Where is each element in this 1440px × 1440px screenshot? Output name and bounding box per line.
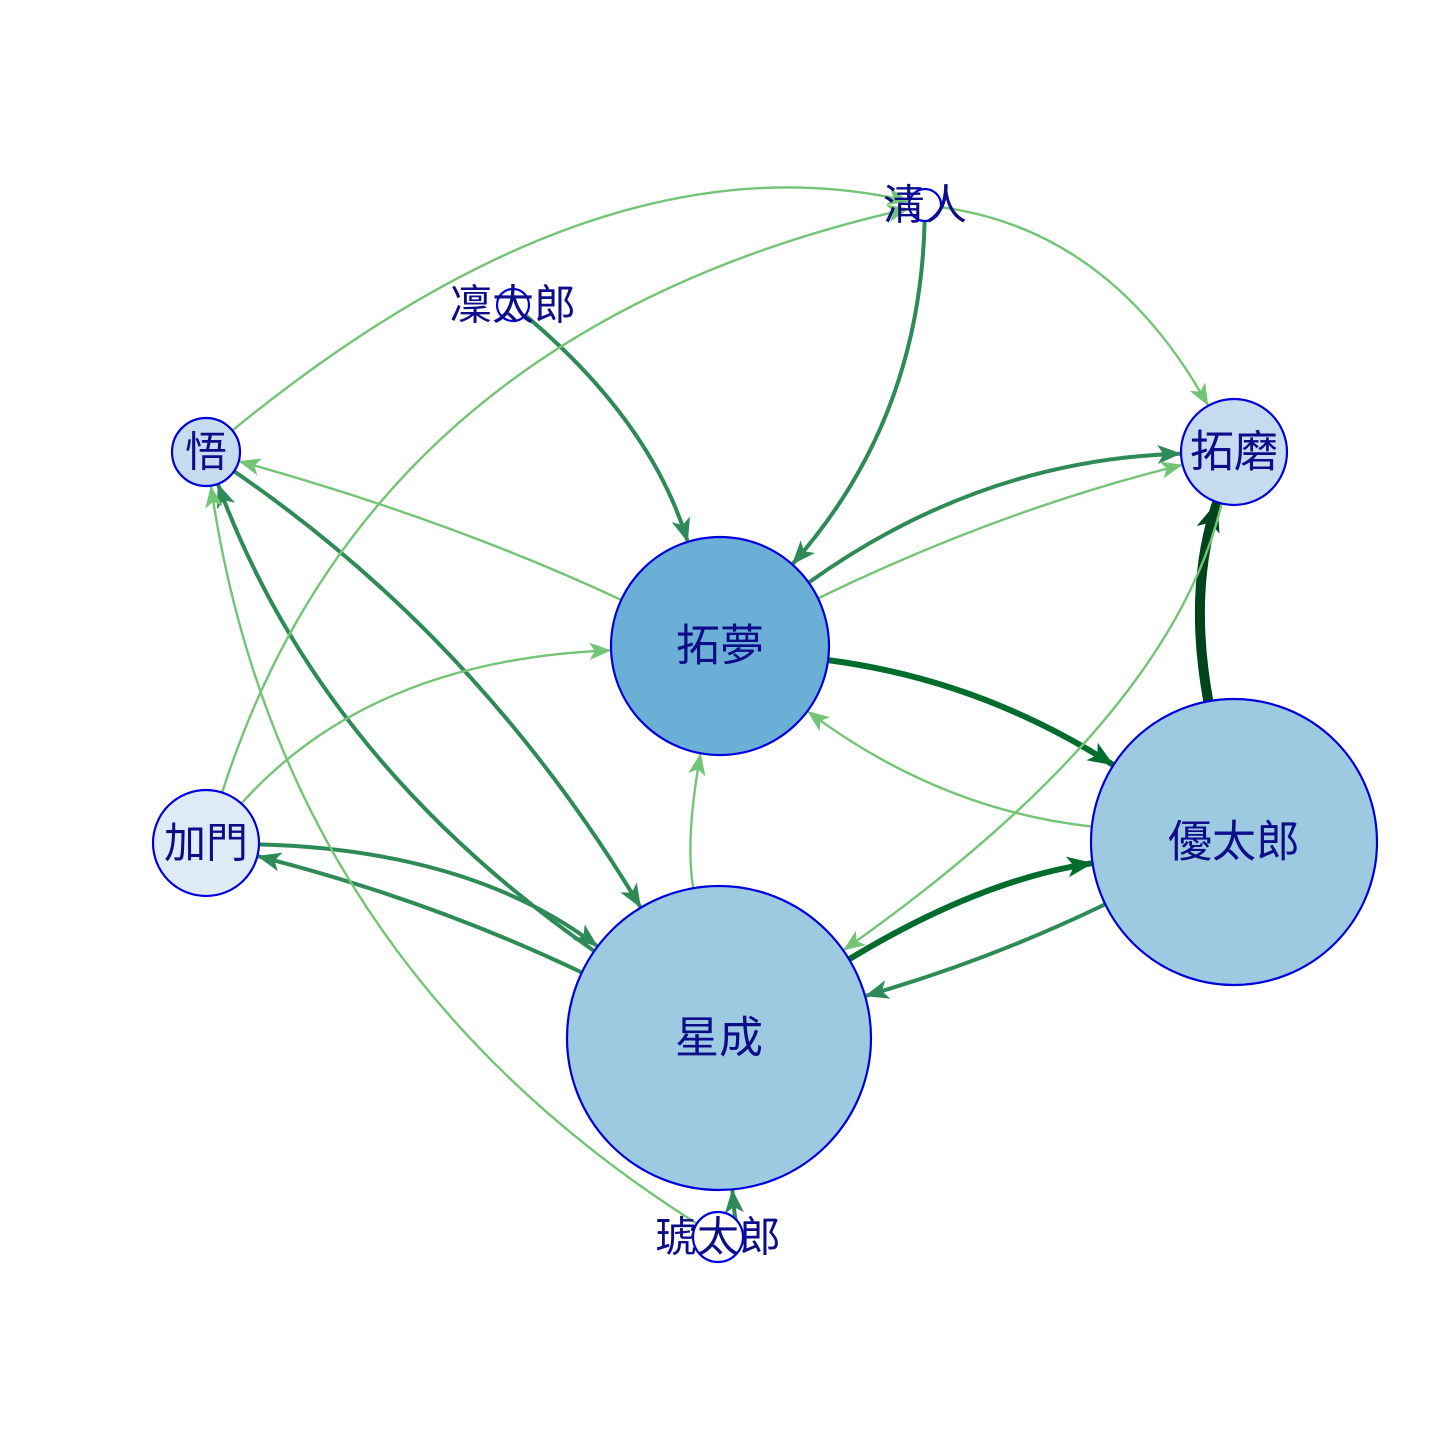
edge-takumu-to-yutaro [825,657,1115,768]
node-circle-yutaro [1089,697,1379,987]
node-seinari: 星成 [565,884,873,1192]
edge-yutaro-to-takuma [1194,499,1222,707]
edge-kotaro-to-satoru [205,485,699,1225]
node-circle-takumu [609,535,831,757]
node-label-rintaro: 凜太郎 [450,281,576,330]
node-circle-rintaro [495,287,531,323]
node-kiyoto: 清人 [883,181,967,230]
edge-kiyoto-to-takuma [939,205,1209,406]
node-satoru: 悟 [170,416,242,488]
node-circle-kotaro [691,1210,745,1264]
edge-takumu-to-takuma [806,444,1182,585]
edge-yutaro-to-seinari [864,902,1108,999]
edge-kamon-to-kiyoto [220,204,910,794]
edge-seinari-to-takumu [688,753,706,890]
node-circle-seinari [565,884,873,1192]
node-label-kamon: 加門 [164,819,248,868]
node-takumu: 拓夢 [609,535,831,757]
edge-satoru-to-kiyoto [231,186,910,432]
node-yutaro: 優太郎 [1089,697,1379,987]
node-label-kotaro: 琥太郎 [655,1213,781,1262]
edge-takumu-to-satoru [238,458,623,602]
node-circle-kamon [151,788,261,898]
edge-seinari-to-satoru [216,483,597,954]
edge-kamon-to-takumu [240,642,612,805]
node-circle-satoru [170,416,242,488]
node-circle-takuma [1179,397,1289,507]
edge-takumu-to-takuma [816,461,1183,600]
node-label-satoru: 悟 [185,428,227,477]
node-takuma: 拓磨 [1179,397,1289,507]
edge-yutaro-to-takumu [807,711,1094,828]
node-kotaro: 琥太郎 [655,1210,781,1264]
edges-layer [205,186,1223,1225]
edge-takuma-to-seinari [843,502,1223,951]
node-circle-kiyoto [907,187,943,223]
edge-seinari-to-yutaro [846,856,1094,963]
node-label-yutaro: 優太郎 [1168,817,1300,868]
edge-satoru-to-seinari [232,469,642,909]
node-label-takuma: 拓磨 [1190,427,1278,478]
node-label-seinari: 星成 [675,1013,763,1064]
node-label-takumu: 拓夢 [676,621,764,672]
node-kamon: 加門 [151,788,261,898]
edge-rintaro-to-takumu [523,313,690,543]
edge-seinari-to-kamon [256,852,584,975]
node-rintaro: 凜太郎 [450,281,576,330]
node-label-kiyoto: 清人 [883,181,967,230]
edge-kiyoto-to-takumu [791,218,927,565]
edge-kamon-to-seinari [256,842,599,948]
